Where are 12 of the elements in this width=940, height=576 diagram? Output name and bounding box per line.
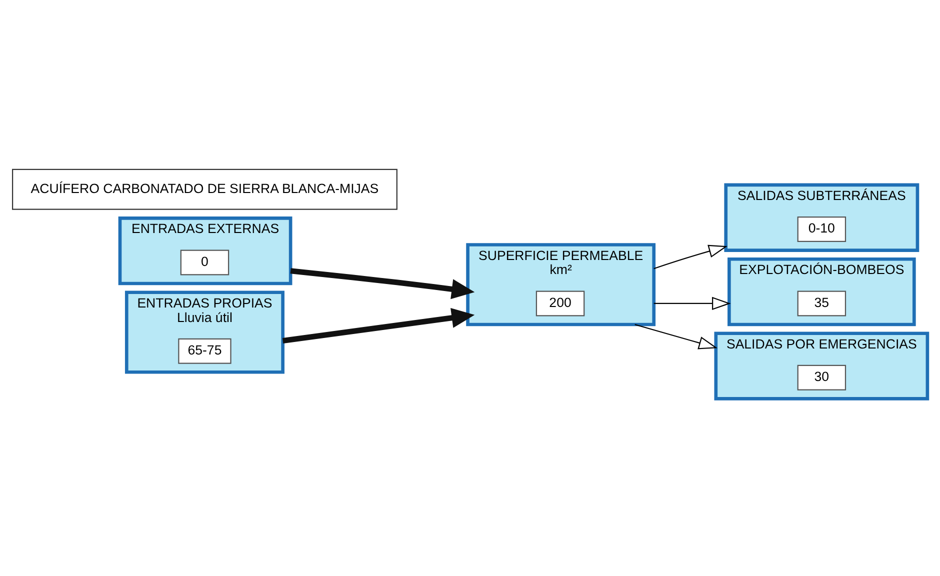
node-box: 30: [797, 364, 846, 390]
node-box: 65-75: [178, 338, 232, 364]
node-box: ACUÍFERO CARBONATADO DE SIERRA BLANCA-MIJAS: [12, 168, 398, 210]
arrow: [290, 268, 475, 299]
node-box: 0: [180, 249, 230, 275]
node-box: 35: [797, 290, 846, 316]
node-box: 200: [536, 290, 585, 316]
arrow: [654, 296, 731, 310]
arrow: [634, 323, 718, 349]
arrow: [654, 244, 728, 269]
node-box: 0-10: [797, 216, 846, 242]
arrow: [282, 307, 475, 343]
